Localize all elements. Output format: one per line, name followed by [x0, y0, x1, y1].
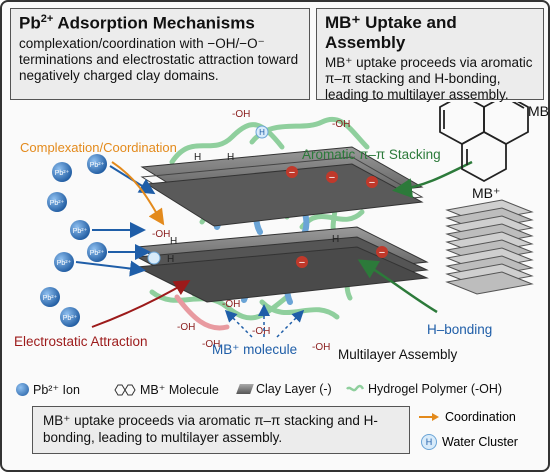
svg-text:H: H: [194, 152, 201, 163]
svg-text:−: −: [369, 177, 375, 189]
negative-charges: − − − − −: [286, 166, 388, 269]
mb-label-top: MB⁺: [528, 103, 550, 119]
svg-text:H: H: [167, 254, 174, 265]
complexation-label: Complexation/Coordination: [20, 140, 177, 155]
svg-text:Pb²⁺: Pb²⁺: [63, 315, 78, 322]
pb-ion: Pb²⁺: [87, 154, 107, 174]
pb-ion-icon: [16, 383, 29, 396]
legend-water: H Water Cluster: [418, 434, 518, 450]
bottom-summary-box: MB⁺ uptake proceeds via aromatic π–π sta…: [32, 406, 410, 454]
mb-uptake-box: MB⁺ Uptake and Assembly MB⁺ uptake proce…: [316, 8, 544, 102]
mb-molecule-icon: [114, 384, 136, 395]
svg-text:-OH: -OH: [252, 326, 270, 337]
mb-molecule-arrows: [224, 304, 305, 338]
mb-uptake-text: MB⁺ uptake proceeds via aromatic π–π sta…: [325, 55, 533, 102]
pb-mechanism-title: Pb2+ Adsorption Mechanisms: [19, 13, 255, 33]
clay-layer-icon: [236, 384, 254, 394]
svg-text:Pb²⁺: Pb²⁺: [90, 162, 105, 169]
mb-structure: [439, 102, 529, 183]
svg-text:-OH: -OH: [332, 119, 350, 130]
legend: Pb²⁺ Ion MB⁺ Molecule Clay Layer (-) Hyd…: [16, 379, 546, 401]
mb-uptake-title: MB⁺ Uptake and Assembly: [325, 13, 457, 52]
pb-mechanism-box: Pb2+ Adsorption Mechanisms complexation/…: [10, 8, 310, 100]
hydrogen-labels: H H H H H: [167, 152, 339, 265]
svg-text:H: H: [332, 234, 339, 245]
mechanism-illustration: − − − − − -OH -OH -OH -OH -OH -OH -OH -O…: [40, 102, 550, 353]
legend-hydrogel: Hydrogel Polymer (-OH): [346, 382, 502, 396]
svg-text:Pb²⁺: Pb²⁺: [50, 200, 65, 207]
water-cluster: H: [147, 125, 269, 265]
pb-ion: Pb²⁺: [60, 307, 80, 327]
legend-mb: MB⁺ Molecule: [114, 382, 219, 397]
svg-text:-OH: -OH: [222, 299, 240, 310]
electrostatic-label: Electrostatic Attraction: [14, 334, 148, 349]
mb-label-bottom: MB⁺: [472, 185, 500, 201]
svg-text:-OH: -OH: [312, 342, 330, 353]
legend-coordination: Coordination: [418, 410, 516, 424]
water-cluster-icon: H: [421, 434, 437, 450]
hbonding-label: H–bonding: [427, 322, 493, 337]
aromatic-arrow: [392, 160, 473, 199]
complexation-arrow: [111, 161, 165, 226]
pb-ion: Pb²⁺: [40, 287, 60, 307]
pb-ion: Pb²⁺: [54, 252, 74, 272]
svg-text:Pb²⁺: Pb²⁺: [55, 170, 70, 177]
hydrogel-icon: [346, 384, 364, 392]
pb-ion: Pb²⁺: [47, 192, 67, 212]
stacked-mb-sheets: [445, 199, 534, 295]
multilayer-label: Multilayer Assembly: [338, 347, 458, 362]
svg-text:Pb²⁺: Pb²⁺: [73, 228, 88, 235]
orange-arrow-icon: [419, 413, 439, 421]
svg-text:-OH: -OH: [202, 339, 220, 350]
pb-ion: Pb²⁺: [87, 242, 107, 262]
svg-text:−: −: [289, 167, 295, 179]
svg-text:−: −: [329, 172, 335, 184]
legend-clay: Clay Layer (-): [236, 382, 332, 396]
pb-ions: Pb²⁺ Pb²⁺ Pb²⁺ Pb²⁺ Pb²⁺ Pb²⁺ Pb²⁺ Pb²⁺: [40, 154, 107, 327]
svg-text:Pb²⁺: Pb²⁺: [57, 260, 72, 267]
aromatic-label: Aromatic π–π Stacking: [302, 147, 441, 162]
svg-text:H: H: [259, 128, 265, 137]
functional-group-labels: -OH -OH -OH -OH -OH -OH -OH -OH: [152, 109, 350, 353]
svg-text:Pb²⁺: Pb²⁺: [90, 250, 105, 257]
legend-pb: Pb²⁺ Ion: [16, 382, 80, 397]
pb-mechanism-text: complexation/coordination with −OH/−O⁻ t…: [19, 35, 299, 83]
svg-text:-OH: -OH: [177, 322, 195, 333]
hbonding-arrow: [357, 259, 438, 314]
svg-text:H: H: [227, 152, 234, 163]
clay-layers: [135, 146, 429, 303]
pb-ion: Pb²⁺: [70, 220, 90, 240]
svg-text:-OH: -OH: [232, 109, 250, 120]
electrostatic-arrow: [91, 279, 191, 328]
svg-text:Pb²⁺: Pb²⁺: [43, 295, 58, 302]
svg-text:H: H: [170, 236, 177, 247]
svg-text:−: −: [379, 247, 385, 259]
svg-text:−: −: [299, 257, 305, 269]
svg-text:-OH: -OH: [152, 229, 170, 240]
pb-ion: Pb²⁺: [52, 162, 72, 182]
mb-molecule-label: MB⁺ molecule: [212, 342, 298, 357]
